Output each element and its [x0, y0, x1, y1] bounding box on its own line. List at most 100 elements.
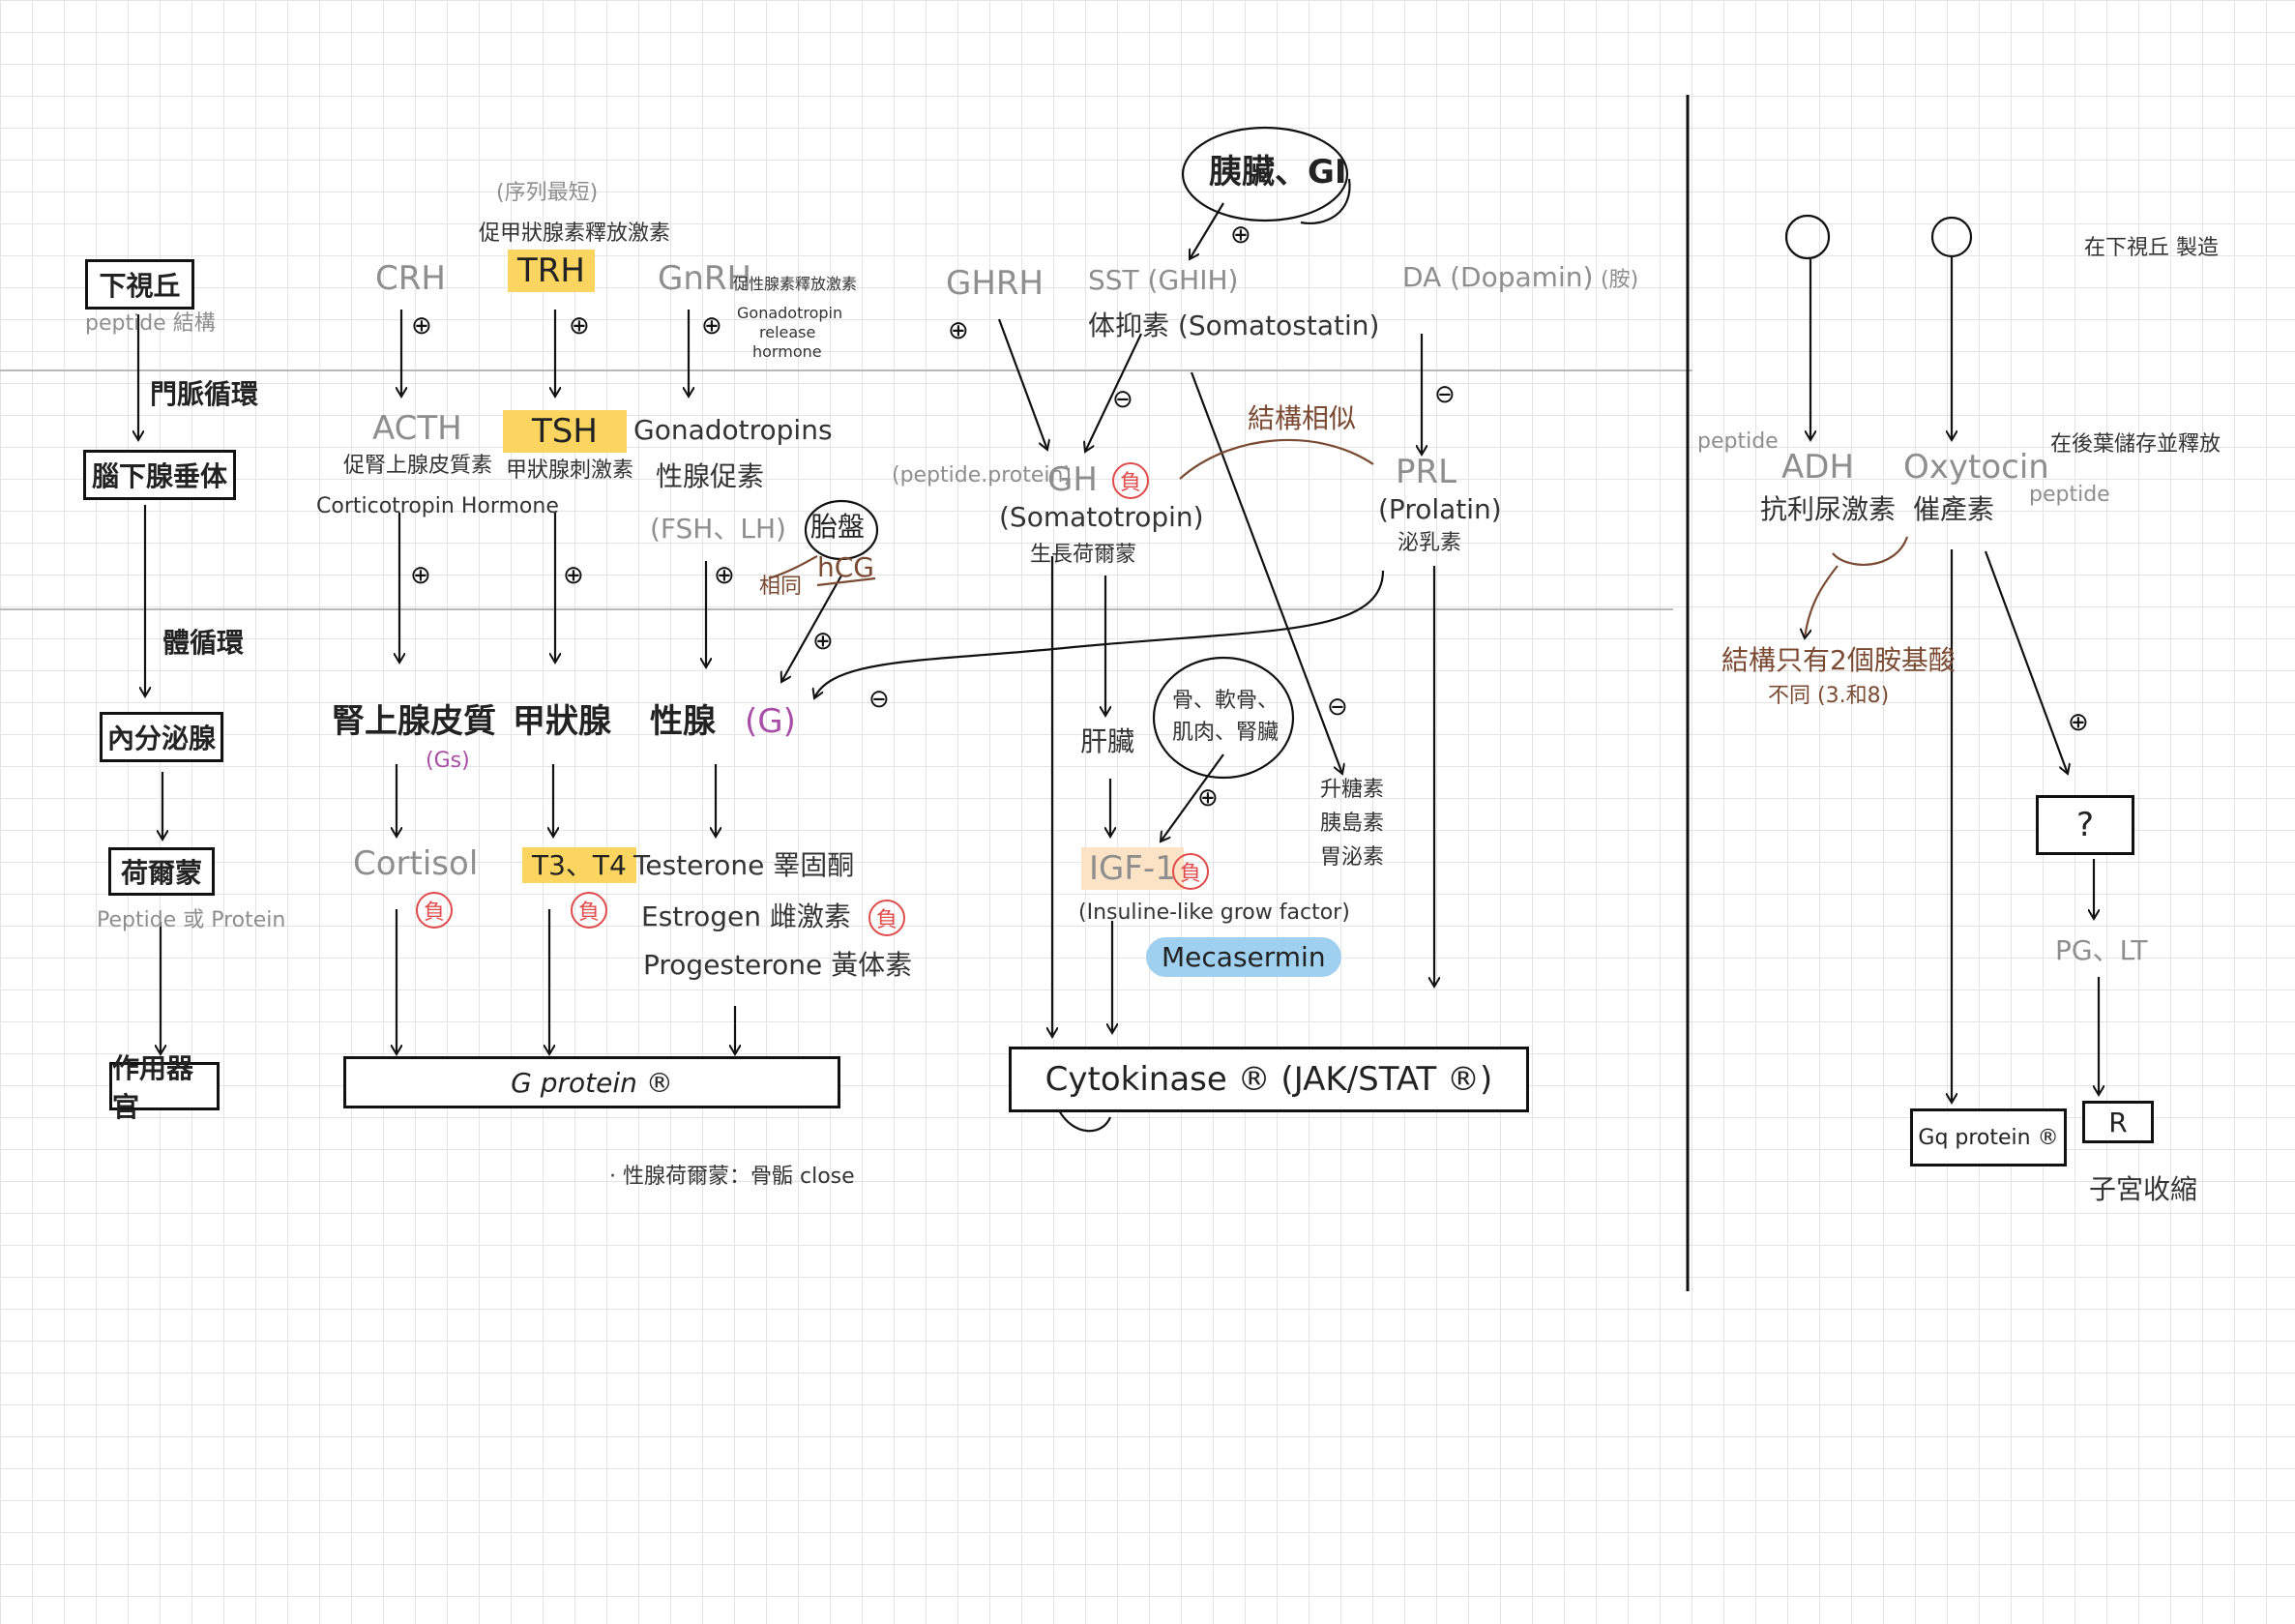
stored-released-note: 在後葉儲存並釋放 — [2050, 432, 2221, 457]
estrogen-label: Estrogen 雌激素 — [641, 901, 851, 932]
gonadotropins-label: Gonadotropins — [633, 414, 833, 446]
cortisol-negative-badge: 負 — [416, 892, 453, 929]
endocrine-gland-box: 內分泌腺 — [100, 712, 223, 762]
igf1-label: IGF-1 — [1081, 847, 1184, 890]
gnrh-cn: 促性腺素釋放激素 — [733, 275, 858, 293]
made-in-hypothalamus-note: 在下視丘 製造 — [2084, 236, 2219, 260]
prl-gonad-minus: ⊖ — [868, 685, 890, 714]
acth-label: ACTH — [372, 409, 462, 448]
pancreas-plus: ⊕ — [1230, 221, 1251, 250]
gh-label: GH — [1047, 460, 1098, 499]
t3t4-negative-badge: 負 — [571, 892, 607, 929]
gnrh-label: GnRH — [658, 259, 752, 298]
bone-note: 骨、軟骨、肌肉、腎臟 — [1172, 689, 1280, 745]
crh-label: CRH — [375, 259, 446, 298]
oxytocin-peptide-note: peptide — [2029, 483, 2110, 507]
tsh-label: TSH — [503, 410, 627, 453]
da-note: (胺) — [1601, 268, 1639, 292]
gs-label: (Gs) — [426, 749, 470, 773]
hormone-note: Peptide 或 Protein — [97, 908, 286, 932]
same-label: 相同 — [759, 575, 803, 599]
gnrh-en-2: release — [759, 323, 816, 341]
pg-lt-label: PG、LT — [2055, 934, 2148, 966]
prl-cn: 泌乳素 — [1398, 531, 1462, 555]
ghrh-label: GHRH — [946, 264, 1045, 303]
adh-label: ADH — [1781, 448, 1855, 487]
gonadotropins-cn: 性腺促素 — [656, 460, 765, 492]
ghrh-plus: ⊕ — [948, 316, 969, 345]
gnrh-en-3: hormone — [752, 342, 822, 361]
unknown-step-box: ? — [2036, 795, 2134, 855]
crh-plus: ⊕ — [411, 311, 432, 340]
sst-label: SST (GHIH) — [1088, 264, 1239, 296]
gnrh-en-1: Gonadotropin — [737, 304, 843, 322]
fsh-lh-label: (FSH、LH) — [650, 513, 786, 545]
g-protein-receptor-box: G protein ® — [343, 1056, 840, 1108]
hormone-box: 荷爾蒙 — [108, 847, 215, 896]
placenta-label: 胎盤 — [810, 511, 866, 543]
hcg-plus: ⊕ — [812, 627, 834, 656]
bone-plus: ⊕ — [1197, 783, 1219, 812]
portal-circulation-label: 門脈循環 — [150, 378, 259, 410]
acth-en: Corticotropin Hormone — [316, 494, 559, 518]
glucagon-label: 升糖素 — [1320, 778, 1385, 802]
prl-label: PRL — [1396, 453, 1457, 491]
progesterone-label: Progesterone 黃体素 — [643, 949, 913, 981]
tsh-plus: ⊕ — [563, 561, 584, 590]
peptide-protein-label: (peptide.protein) — [892, 463, 1073, 487]
prolatin-label: (Prolatin) — [1378, 493, 1502, 525]
trh-note-shortest: (序列最短) — [496, 181, 599, 205]
t3t4-label: T3、T4 — [522, 847, 636, 883]
oxytocin-plus: ⊕ — [2068, 708, 2089, 737]
t3t4-highlight: T3、T4 — [522, 847, 636, 883]
tsh-highlight: TSH — [503, 410, 627, 453]
gq-protein-receptor-box: Gq protein ® — [1910, 1108, 2067, 1166]
r-receptor-box: R — [2082, 1101, 2154, 1143]
gonad-label: 性腺 — [650, 702, 716, 741]
gonad-hormone-note: · 性腺荷爾蒙：骨骺 close — [609, 1165, 855, 1189]
liver-label: 肝臟 — [1080, 725, 1135, 757]
trh-highlight: TRH — [508, 250, 595, 292]
da-label: DA (Dopamin) — [1402, 261, 1594, 293]
oxytocin-label: Oxytocin — [1903, 448, 2049, 487]
gh-cn: 生長荷爾蒙 — [1030, 543, 1137, 567]
structure-similar-label: 結構相似 — [1248, 402, 1357, 434]
gnrh-plus: ⊕ — [701, 311, 722, 340]
structure-diff-note: 結構只有2個胺基酸 — [1721, 644, 1956, 676]
cortisol-label: Cortisol — [353, 844, 479, 883]
gh-negative-badge: 負 — [1112, 462, 1149, 499]
sex-hormone-negative-badge: 負 — [868, 900, 905, 936]
adh-peptide-note: peptide — [1697, 429, 1779, 454]
tsh-cn: 甲狀腺刺激素 — [506, 458, 634, 483]
acth-cn: 促腎上腺皮質素 — [343, 454, 493, 478]
hcg-label: hCG — [817, 551, 874, 583]
structure-diff-note-2: 不同 (3.和8) — [1768, 684, 1890, 708]
insulin-label: 胰島素 — [1320, 812, 1385, 836]
hypothalamus-note: peptide 結構 — [85, 311, 216, 336]
adh-cn: 抗利尿激素 — [1760, 493, 1897, 525]
sst-glucagon-minus: ⊖ — [1327, 693, 1348, 722]
mecasermin-highlight: Mecasermin — [1146, 937, 1341, 977]
trh-label: TRH — [508, 250, 595, 292]
gastrin-label: 胃泌素 — [1320, 845, 1385, 870]
uterus-contraction-label: 子宮收縮 — [2089, 1173, 2198, 1205]
sst-cn: 体抑素 (Somatostatin) — [1088, 310, 1380, 341]
hypothalamus-box: 下視丘 — [85, 259, 194, 310]
thyroid-label: 甲狀腺 — [513, 702, 611, 741]
pituitary-box: 腦下腺垂体 — [83, 450, 236, 500]
mecasermin-label: Mecasermin — [1146, 937, 1341, 977]
trh-plus: ⊕ — [569, 311, 590, 340]
gonad-g-label: (G) — [745, 702, 796, 741]
acth-plus: ⊕ — [410, 561, 431, 590]
systemic-circulation-label: 體循環 — [162, 627, 245, 659]
target-organ-box: 作用器官 — [109, 1052, 220, 1123]
igf1-full-name: (Insuline-like grow factor) — [1078, 901, 1350, 925]
igf1-highlight: IGF-1 — [1081, 847, 1184, 890]
da-minus: ⊖ — [1434, 380, 1456, 409]
trh-note-cn: 促甲狀腺素釋放激素 — [479, 221, 671, 246]
testerone-label: Testerone 睪固酮 — [633, 849, 855, 881]
igf1-negative-badge: 負 — [1172, 853, 1209, 890]
cytokinase-receptor-box: Cytokinase ® (JAK/STAT ®) — [1009, 1047, 1529, 1112]
sst-minus: ⊖ — [1112, 385, 1133, 414]
